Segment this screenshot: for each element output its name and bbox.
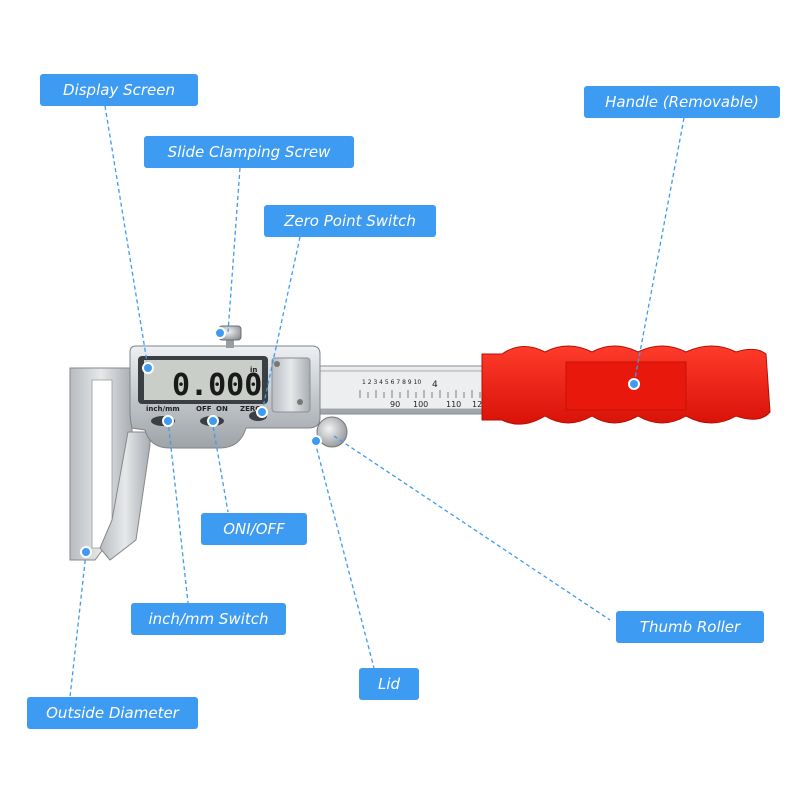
- leader-handle: [633, 117, 685, 385]
- label-handle: Handle (Removable): [584, 86, 780, 118]
- label-zero-point-switch: Zero Point Switch: [264, 205, 436, 237]
- display-screen: [144, 360, 262, 400]
- thumb-roller[interactable]: [316, 416, 348, 448]
- leader-lid: [314, 441, 375, 669]
- leader-on-off: [211, 419, 229, 513]
- btn-inch-mm-label: inch/mm: [146, 405, 180, 413]
- leader-outside-diameter: [69, 552, 87, 698]
- label-on-off: ONI/OFF: [201, 513, 307, 545]
- display-reading: 0.000: [172, 368, 262, 403]
- tick-12: 12: [472, 400, 482, 409]
- marker-handle: [628, 378, 640, 390]
- label-outside-diameter: Outside Diameter: [27, 697, 198, 729]
- leader-zero-switch: [261, 236, 301, 413]
- tick-100: 100: [413, 400, 428, 409]
- marker-clamping-screw: [214, 327, 226, 339]
- ruler-ticks: [359, 390, 481, 398]
- label-inch-mm-switch: inch/mm Switch: [131, 603, 286, 635]
- leader-inch-mm: [167, 419, 189, 604]
- tick-110: 110: [446, 400, 461, 409]
- label-thumb-roller: Thumb Roller: [616, 611, 764, 643]
- lid-screw-top: [274, 361, 280, 367]
- leader-thumb-roller: [333, 435, 611, 621]
- lid-screw-bottom: [297, 399, 303, 405]
- marker-thumb-roller: [310, 435, 322, 447]
- marker-inch-mm: [162, 415, 174, 427]
- btn-off-label: OFF: [196, 405, 212, 413]
- marker-on-off: [207, 415, 219, 427]
- btn-zero-label: ZERO: [240, 405, 261, 413]
- clamping-screw-stem: [226, 338, 234, 348]
- ruler-scale: [317, 370, 489, 410]
- leader-clamping-screw: [227, 167, 241, 333]
- marker-outside-diameter: [80, 546, 92, 558]
- leader-display-screen: [104, 105, 149, 369]
- tick-90: 90: [390, 400, 400, 409]
- btn-on-label: ON: [216, 405, 228, 413]
- battery-lid: [271, 357, 311, 413]
- jaw-inner-gap: [91, 379, 113, 549]
- label-display-screen: Display Screen: [40, 74, 198, 106]
- marker-display-screen: [142, 362, 154, 374]
- scale-small-numbers: 1 2 3 4 5 6 7 8 9 10: [362, 379, 421, 386]
- display-unit: in: [250, 366, 257, 374]
- label-slide-clamping-screw: Slide Clamping Screw: [144, 136, 354, 168]
- marker-zero-switch: [256, 406, 268, 418]
- label-lid: Lid: [359, 668, 419, 700]
- handle-recess: [565, 361, 687, 411]
- scale-mark: 4: [432, 380, 438, 390]
